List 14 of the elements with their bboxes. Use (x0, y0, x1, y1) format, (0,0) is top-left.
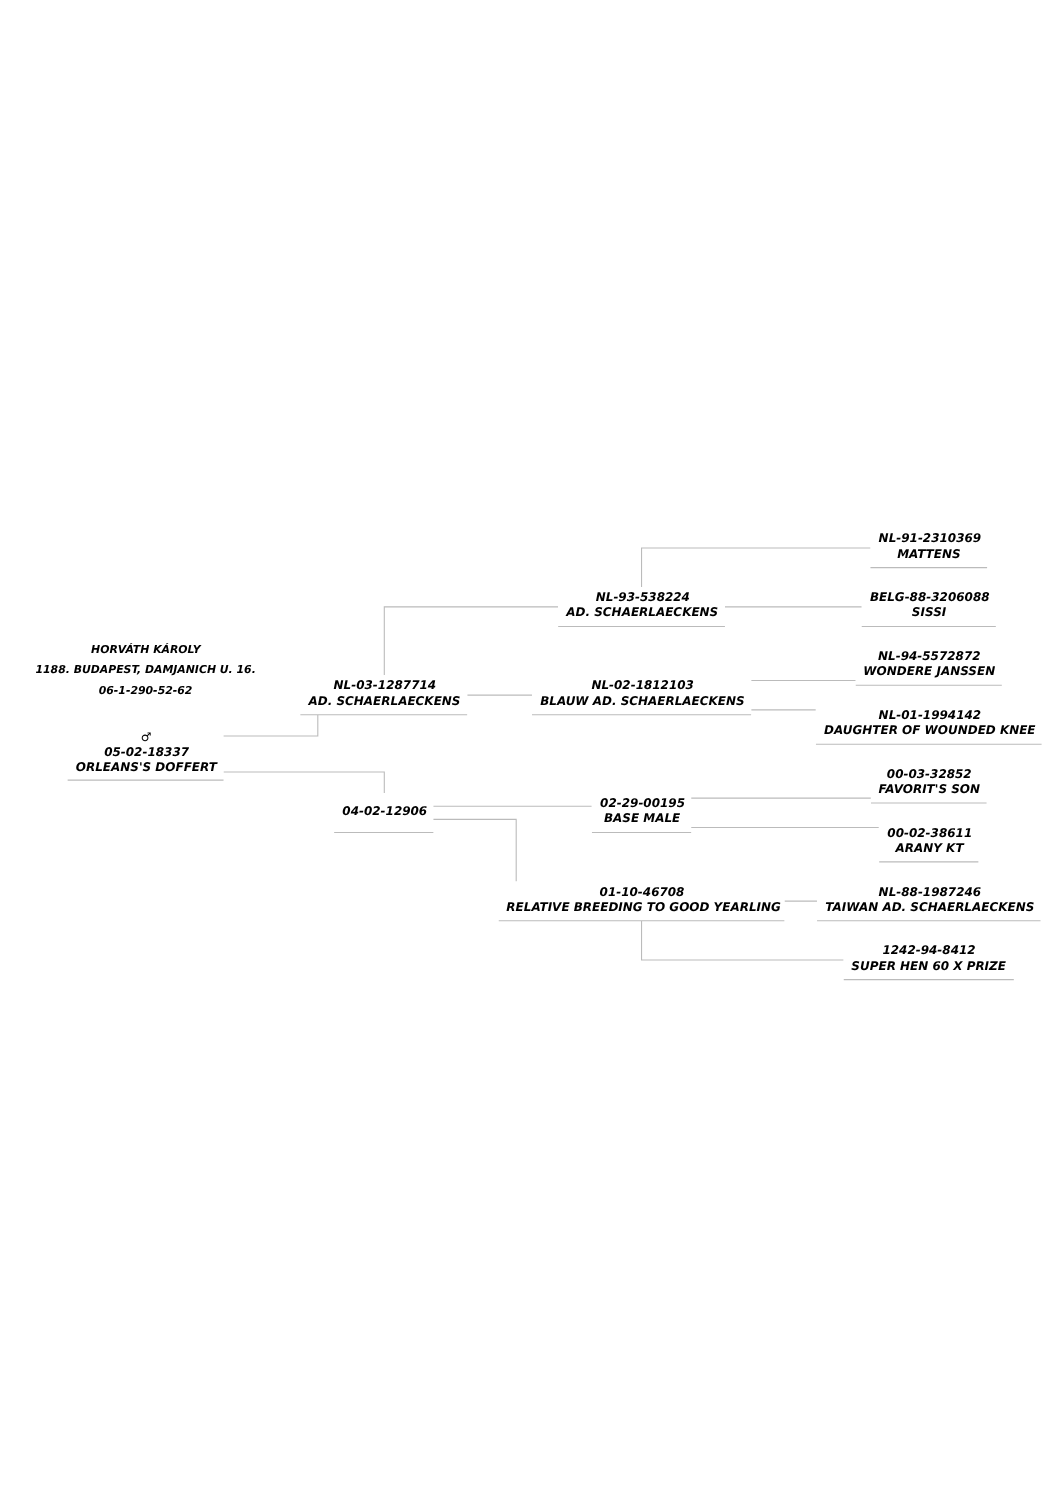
connector (383, 605, 559, 675)
connector (724, 605, 863, 607)
connector (641, 919, 844, 960)
connector (690, 796, 872, 798)
connector (432, 804, 593, 806)
connector (750, 708, 817, 710)
connector (690, 826, 880, 828)
connector (223, 770, 385, 793)
connector (466, 693, 533, 695)
connector (641, 546, 871, 587)
connector (432, 817, 517, 881)
connector (784, 899, 818, 901)
connector (750, 678, 857, 680)
connector (223, 713, 319, 736)
